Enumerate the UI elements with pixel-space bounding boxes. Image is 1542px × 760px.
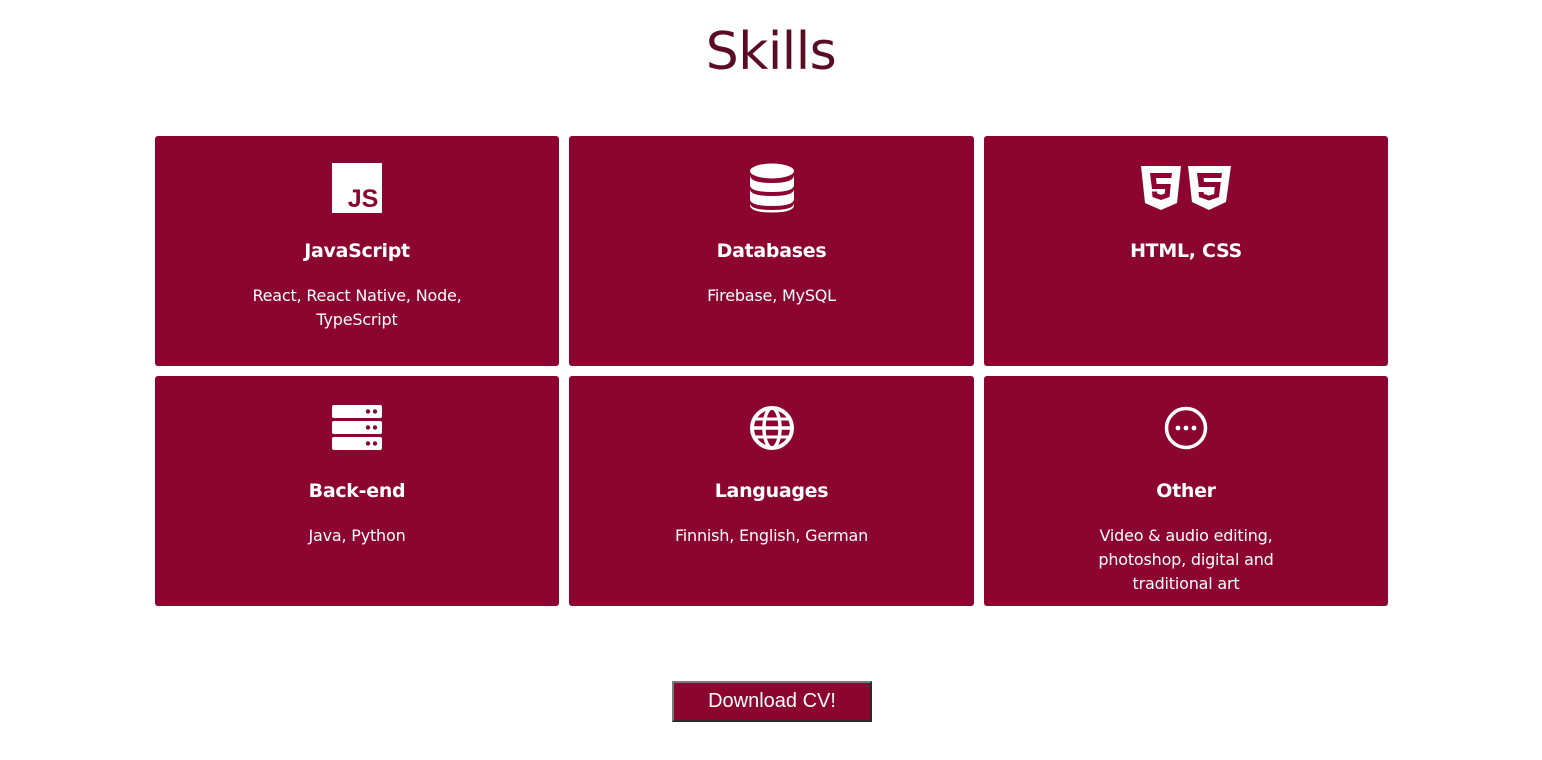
javascript-logo-icon: JS bbox=[311, 162, 403, 214]
html5-css3-icon bbox=[1140, 162, 1232, 214]
skill-card-javascript: JS JavaScript React, React Native, Node,… bbox=[155, 136, 559, 366]
server-icon bbox=[311, 402, 403, 454]
skill-description: Firebase, MySQL bbox=[707, 286, 836, 305]
skill-title: Other bbox=[1156, 480, 1216, 502]
page-title: Skills bbox=[705, 22, 837, 82]
svg-text:JS: JS bbox=[348, 185, 379, 213]
ellipsis-circle-icon bbox=[1140, 402, 1232, 454]
skill-card-other: Other Video & audio editing, photoshop, … bbox=[984, 376, 1388, 606]
skill-title: Languages bbox=[714, 480, 829, 502]
skill-title: HTML, CSS bbox=[1130, 240, 1242, 262]
skills-grid: JS JavaScript React, React Native, Node,… bbox=[155, 136, 1388, 606]
skill-title: Back-end bbox=[308, 480, 406, 502]
globe-icon bbox=[726, 402, 818, 454]
download-cv-button[interactable]: Download CV! bbox=[672, 681, 872, 722]
skill-title: Databases bbox=[716, 240, 827, 262]
skill-description: Java, Python bbox=[308, 526, 406, 545]
skill-description: Finnish, English, German bbox=[674, 526, 869, 545]
skill-description: Video & audio editing, photoshop, digita… bbox=[1098, 526, 1274, 593]
skill-description: React, React Native, Node, TypeScript bbox=[252, 286, 462, 329]
skill-card-databases: Databases Firebase, MySQL bbox=[569, 136, 974, 366]
skill-card-languages: Languages Finnish, English, German bbox=[569, 376, 974, 606]
skill-title: JavaScript bbox=[304, 240, 410, 262]
skill-card-back-end: Back-end Java, Python bbox=[155, 376, 559, 606]
skill-card-html-css: HTML, CSS bbox=[984, 136, 1388, 366]
database-icon bbox=[726, 162, 818, 214]
